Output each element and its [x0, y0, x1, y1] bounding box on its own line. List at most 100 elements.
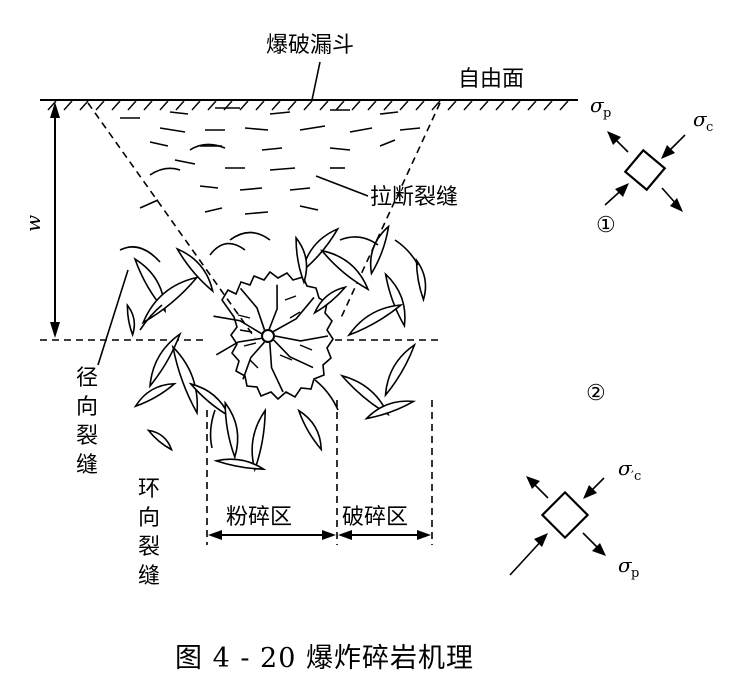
crack-arc — [139, 304, 163, 331]
crack-arc — [209, 409, 216, 449]
crack-lens-shape — [415, 257, 427, 303]
surface-hatch-mark — [351, 100, 361, 111]
surface-hatch-mark — [447, 100, 457, 111]
crushed-fragment-mark — [243, 342, 257, 347]
sigma-p-label-2: σ p — [618, 553, 639, 581]
inner-fracture-line — [272, 296, 315, 333]
crack-lens — [319, 249, 370, 292]
crack-lens-shape — [301, 227, 340, 274]
tension-cracks — [120, 107, 421, 256]
inner-fracture-line — [269, 342, 284, 393]
crack-arc — [119, 246, 161, 263]
crack-lens — [384, 271, 406, 329]
radial-crack-char-4: 缝 — [76, 453, 98, 478]
surface-hatch-mark — [303, 100, 313, 111]
inner-fracture-line — [268, 284, 278, 330]
crack-lens-shape — [126, 302, 136, 338]
crack-lens-shape — [319, 249, 370, 292]
surface-hatch-mark — [63, 100, 73, 111]
crack-lens-shape — [133, 382, 177, 408]
crushed-fragment-mark — [237, 314, 251, 319]
label-leaders — [97, 61, 369, 366]
sigma-subscript: p — [603, 106, 611, 121]
sigma-c-prime-label-2: σ ′c — [618, 456, 641, 484]
crack-lens-shape — [297, 408, 323, 452]
surface-hatch-mark — [383, 100, 393, 111]
crack-lens — [141, 276, 199, 325]
ring-crack-label: 环 向 裂 缝 — [138, 477, 160, 589]
crack-lens-shape — [346, 303, 404, 337]
crack-lens-shape — [384, 342, 417, 398]
crack-lens-shape — [364, 400, 417, 420]
surface-hatch-mark — [127, 100, 137, 111]
surface-hatch-mark — [559, 100, 569, 111]
outer-crack-field — [119, 224, 427, 473]
crushed-fragment-mark — [284, 295, 297, 301]
crack-lens — [339, 374, 390, 417]
radial-crack-label: 径 向 裂 缝 — [76, 366, 98, 478]
tension-crack-mark — [329, 147, 351, 151]
tension-crack-mark — [204, 207, 223, 213]
inner-fracture-line — [242, 341, 266, 380]
surface-hatch-mark — [79, 100, 89, 111]
crushed-fragment-mark — [289, 311, 301, 319]
surface-hatch-mark — [335, 100, 345, 111]
tension-crack-mark — [261, 147, 283, 151]
crushed-fragment-mark — [299, 344, 313, 351]
inner-fracture-line — [215, 337, 262, 356]
crack-lens — [133, 257, 166, 314]
ring-crack-char-2: 向 — [138, 506, 160, 531]
figure-caption: 图 4 - 20 爆炸碎岩机理 — [175, 643, 474, 674]
crack-lens-shape — [171, 344, 199, 416]
crack-lens — [126, 302, 136, 338]
crack-lens-shape — [146, 429, 173, 452]
tension-crack-mark — [159, 127, 186, 133]
surface-hatch-mark — [159, 100, 169, 111]
sigma-subscript: ′c — [631, 469, 641, 484]
crack-lens-shape — [251, 407, 267, 473]
crack-lens — [133, 382, 177, 408]
surface-hatch-mark — [255, 100, 265, 111]
crater-label: 爆破漏斗 — [266, 33, 354, 58]
inner-radial-fractures — [213, 284, 329, 393]
crack-lens — [171, 344, 199, 416]
tension-crack-mark — [399, 127, 421, 131]
tension-crack-mark — [269, 167, 296, 171]
crack-lens-shape — [384, 271, 406, 329]
tension-crack-mark — [299, 205, 319, 211]
surface-hatch-mark — [431, 100, 441, 111]
tension-crack-mark — [199, 185, 219, 189]
tension-crack-curve — [189, 143, 226, 151]
surface-hatch-mark — [463, 100, 473, 111]
crack-lens — [312, 285, 348, 315]
stress-state-marker-1: ① — [596, 213, 616, 238]
tension-crack-mark — [299, 125, 326, 131]
inner-fracture-line — [213, 315, 262, 335]
tension-crack-mark — [169, 111, 189, 115]
surface-hatch-mark — [111, 100, 121, 111]
surface-hatch-mark — [415, 100, 425, 111]
surface-hatch-mark — [319, 100, 329, 111]
surface-hatch-mark — [207, 100, 217, 111]
crack-lens-shape — [141, 276, 199, 325]
ring-crack-char-3: 裂 — [138, 535, 160, 560]
tension-crack-mark — [379, 111, 399, 115]
surface-hatch-mark — [367, 100, 377, 111]
stress-element-2 — [509, 476, 606, 576]
crushed-fragment-mark — [239, 329, 253, 333]
burden-dimension — [50, 102, 60, 338]
sigma-p-label-1: σ p — [590, 93, 611, 121]
surface-hatch-mark — [191, 100, 201, 111]
tension-crack-mark — [139, 199, 159, 209]
crushed-zone-boundary — [221, 270, 334, 401]
tension-crack-mark — [244, 127, 269, 131]
tension-crack-mark — [239, 187, 263, 191]
tension-crack-mark — [174, 159, 196, 165]
surface-hatch-mark — [143, 100, 153, 111]
crack-lens — [251, 407, 267, 473]
tension-crack-curve — [149, 167, 181, 176]
tensile-crack-label: 拉断裂缝 — [370, 185, 458, 210]
crack-lens — [346, 303, 404, 337]
